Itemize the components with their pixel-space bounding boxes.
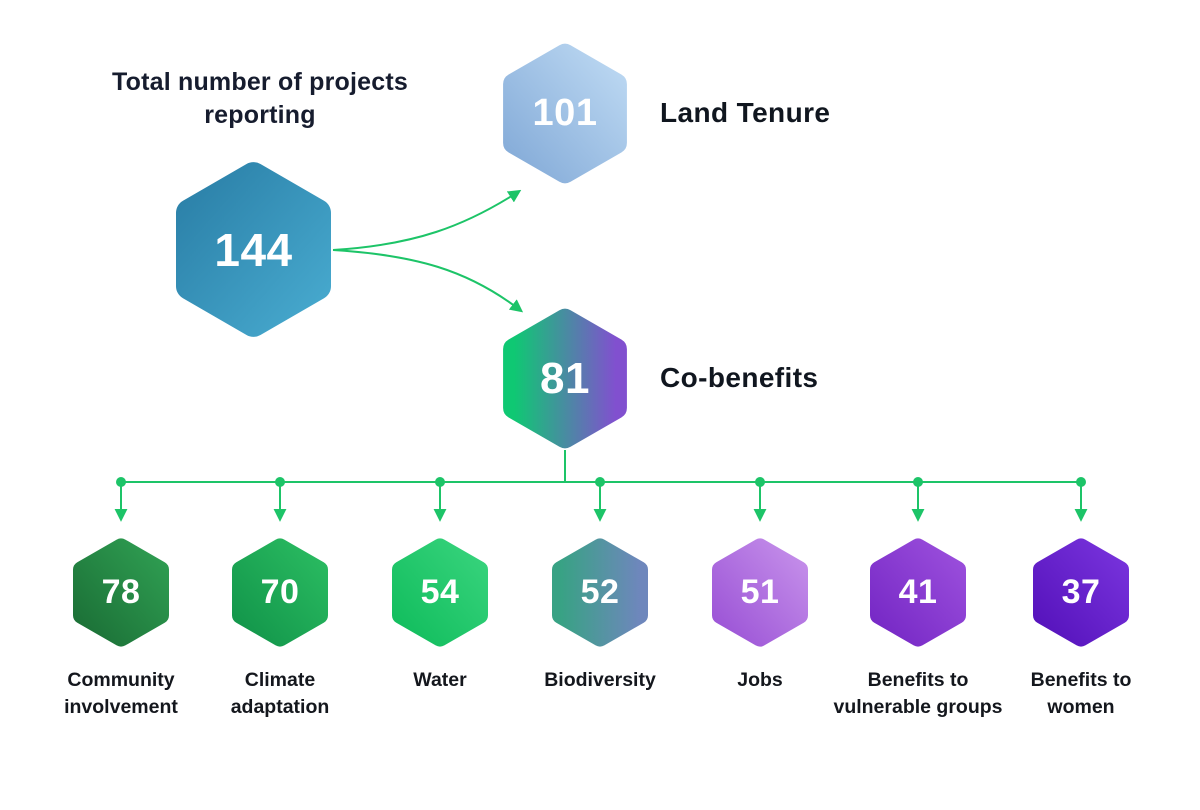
climate-adaptation-value: 70: [260, 573, 300, 611]
biodiversity-hexagon-node: 52: [552, 537, 648, 648]
co-benefits-hexagon-node: 81: [503, 307, 627, 450]
hexagon-shape: [232, 538, 328, 647]
benefits-women-hexagon-node: 37: [1033, 537, 1129, 648]
hexagon-shape: [176, 162, 331, 337]
co-benefits-label: Co-benefits: [660, 362, 819, 393]
community-involvement-value: 78: [101, 573, 141, 611]
biodiversity-value: 52: [580, 573, 620, 611]
hexagon-shape: [503, 43, 627, 184]
water-label: Water: [413, 669, 467, 691]
branch-dot: [755, 477, 765, 487]
benefits-women-value: 37: [1061, 573, 1101, 611]
hexagon-shape: [73, 538, 169, 647]
arrow-to-land-tenure: [332, 189, 522, 251]
jobs-hexagon-node: 51: [712, 537, 808, 648]
hexagon-shape: [1033, 538, 1129, 647]
land-tenure-label: Land Tenure: [660, 97, 831, 128]
water-hexagon-node: 54: [392, 537, 488, 648]
water-value: 54: [420, 573, 460, 611]
hexagon-shape: [712, 538, 808, 647]
climate-adaptation-hexagon-node: 70: [232, 537, 328, 648]
page-title: Total number of projects reporting: [111, 68, 409, 129]
branch-dot: [1076, 477, 1086, 487]
branch-dot: [913, 477, 923, 487]
land-tenure-value: 101: [532, 92, 598, 134]
branch-dot: [595, 477, 605, 487]
hexagon-shape: [552, 538, 648, 647]
benefits-vulnerable-groups-value: 41: [898, 573, 938, 611]
arrow-to-co-benefits: [332, 249, 524, 313]
branch-dot: [116, 477, 126, 487]
hexagon-shape: [503, 308, 627, 449]
root-hexagon-node: 144: [176, 160, 331, 339]
jobs-label: Jobs: [737, 669, 783, 691]
benefits-vulnerable-groups-label: Benefits to vulnerable groups: [833, 669, 1003, 718]
jobs-value: 51: [740, 573, 780, 611]
community-involvement-hexagon-node: 78: [73, 537, 169, 648]
branch-dot: [275, 477, 285, 487]
co-benefits-value: 81: [540, 353, 590, 403]
benefits-women-label: Benefits to women: [1030, 669, 1132, 718]
biodiversity-label: Biodiversity: [544, 669, 656, 691]
branch-dot: [435, 477, 445, 487]
root-value: 144: [214, 223, 293, 276]
benefits-vulnerable-groups-hexagon-node: 41: [870, 537, 966, 648]
hexagon-shape: [392, 538, 488, 647]
climate-adaptation-label: Climate adaptation: [230, 669, 330, 718]
community-involvement-label: Community involvement: [64, 669, 178, 718]
hexagon-shape: [870, 538, 966, 647]
land-tenure-hexagon-node: 101: [503, 42, 627, 185]
